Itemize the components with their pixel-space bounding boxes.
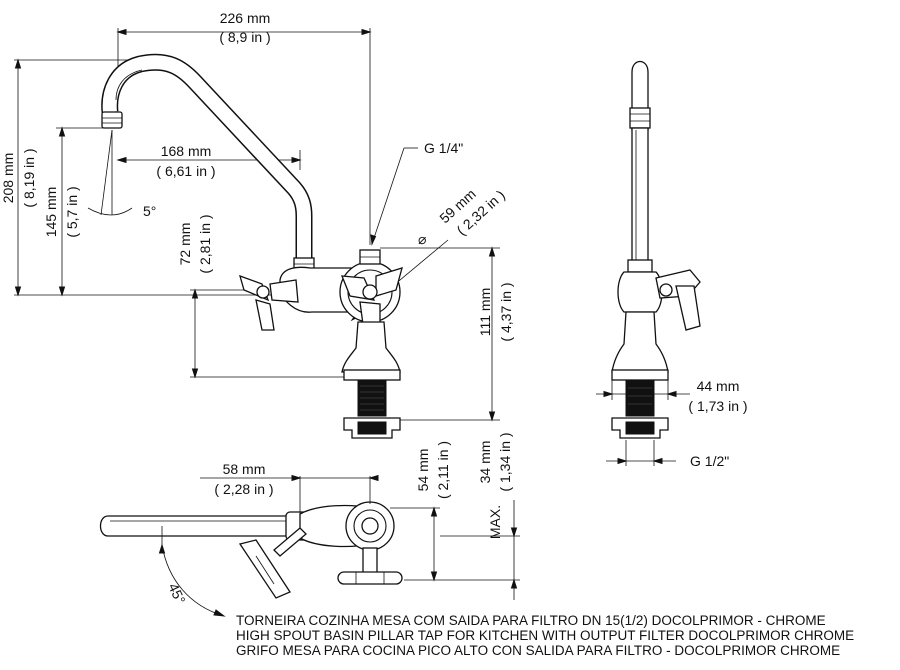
dim-208-in: ( 8,19 in ) xyxy=(21,148,37,207)
thread-g-half: G 1/2" xyxy=(690,453,729,469)
dim-226-in: ( 8,9 in ) xyxy=(219,29,270,45)
dim-34-prefix: MAX. xyxy=(487,505,503,539)
dim-168-mm: 168 mm xyxy=(161,143,212,159)
dim-111-in: ( 4,37 in ) xyxy=(498,282,514,341)
side-view: 44 mm ( 1,73 in ) G 1/2" xyxy=(596,60,748,469)
dim-44-mm: 44 mm xyxy=(697,378,740,394)
dim-54-mm: 54 mm xyxy=(415,449,431,492)
caption: TORNEIRA COZINHA MESA COM SAIDA PARA FIL… xyxy=(236,613,854,658)
angle-45: 45° xyxy=(165,581,188,607)
dim-58-mm: 58 mm xyxy=(223,461,266,477)
dim-72-in: ( 2,81 in ) xyxy=(197,214,213,273)
caption-en: HIGH SPOUT BASIN PILLAR TAP FOR KITCHEN … xyxy=(236,628,854,643)
dim-208-mm: 208 mm xyxy=(0,153,16,204)
front-view: 226 mm ( 8,9 in ) 168 mm ( 6,61 in ) 208… xyxy=(0,10,514,439)
dim-44-in: ( 1,73 in ) xyxy=(688,398,747,414)
dim-34-in: ( 1,34 in ) xyxy=(497,432,513,491)
dim-72-mm: 72 mm xyxy=(177,223,193,266)
caption-pt: TORNEIRA COZINHA MESA COM SAIDA PARA FIL… xyxy=(236,613,826,628)
top-view: 58 mm ( 2,28 in ) 54 mm ( 2,11 in ) MAX.… xyxy=(99,432,520,617)
diameter-symbol: ⌀ xyxy=(418,231,426,247)
dim-34-mm: 34 mm xyxy=(477,441,493,484)
dim-226-mm: 226 mm xyxy=(220,10,271,26)
thread-g-quarter: G 1/4" xyxy=(424,140,463,156)
dim-168-in: ( 6,61 in ) xyxy=(156,163,215,179)
dim-54-in: ( 2,11 in ) xyxy=(435,441,451,499)
dim-58-in: ( 2,28 in ) xyxy=(214,481,273,497)
caption-es: GRIFO MESA PARA COCINA PICO ALTO CON SAL… xyxy=(236,643,840,658)
dim-145-mm: 145 mm xyxy=(43,187,59,238)
dim-145-in: ( 5,7 in ) xyxy=(64,186,80,237)
tap-body xyxy=(239,249,403,439)
dim-111-mm: 111 mm xyxy=(477,288,493,337)
angle-5: 5° xyxy=(143,203,156,219)
